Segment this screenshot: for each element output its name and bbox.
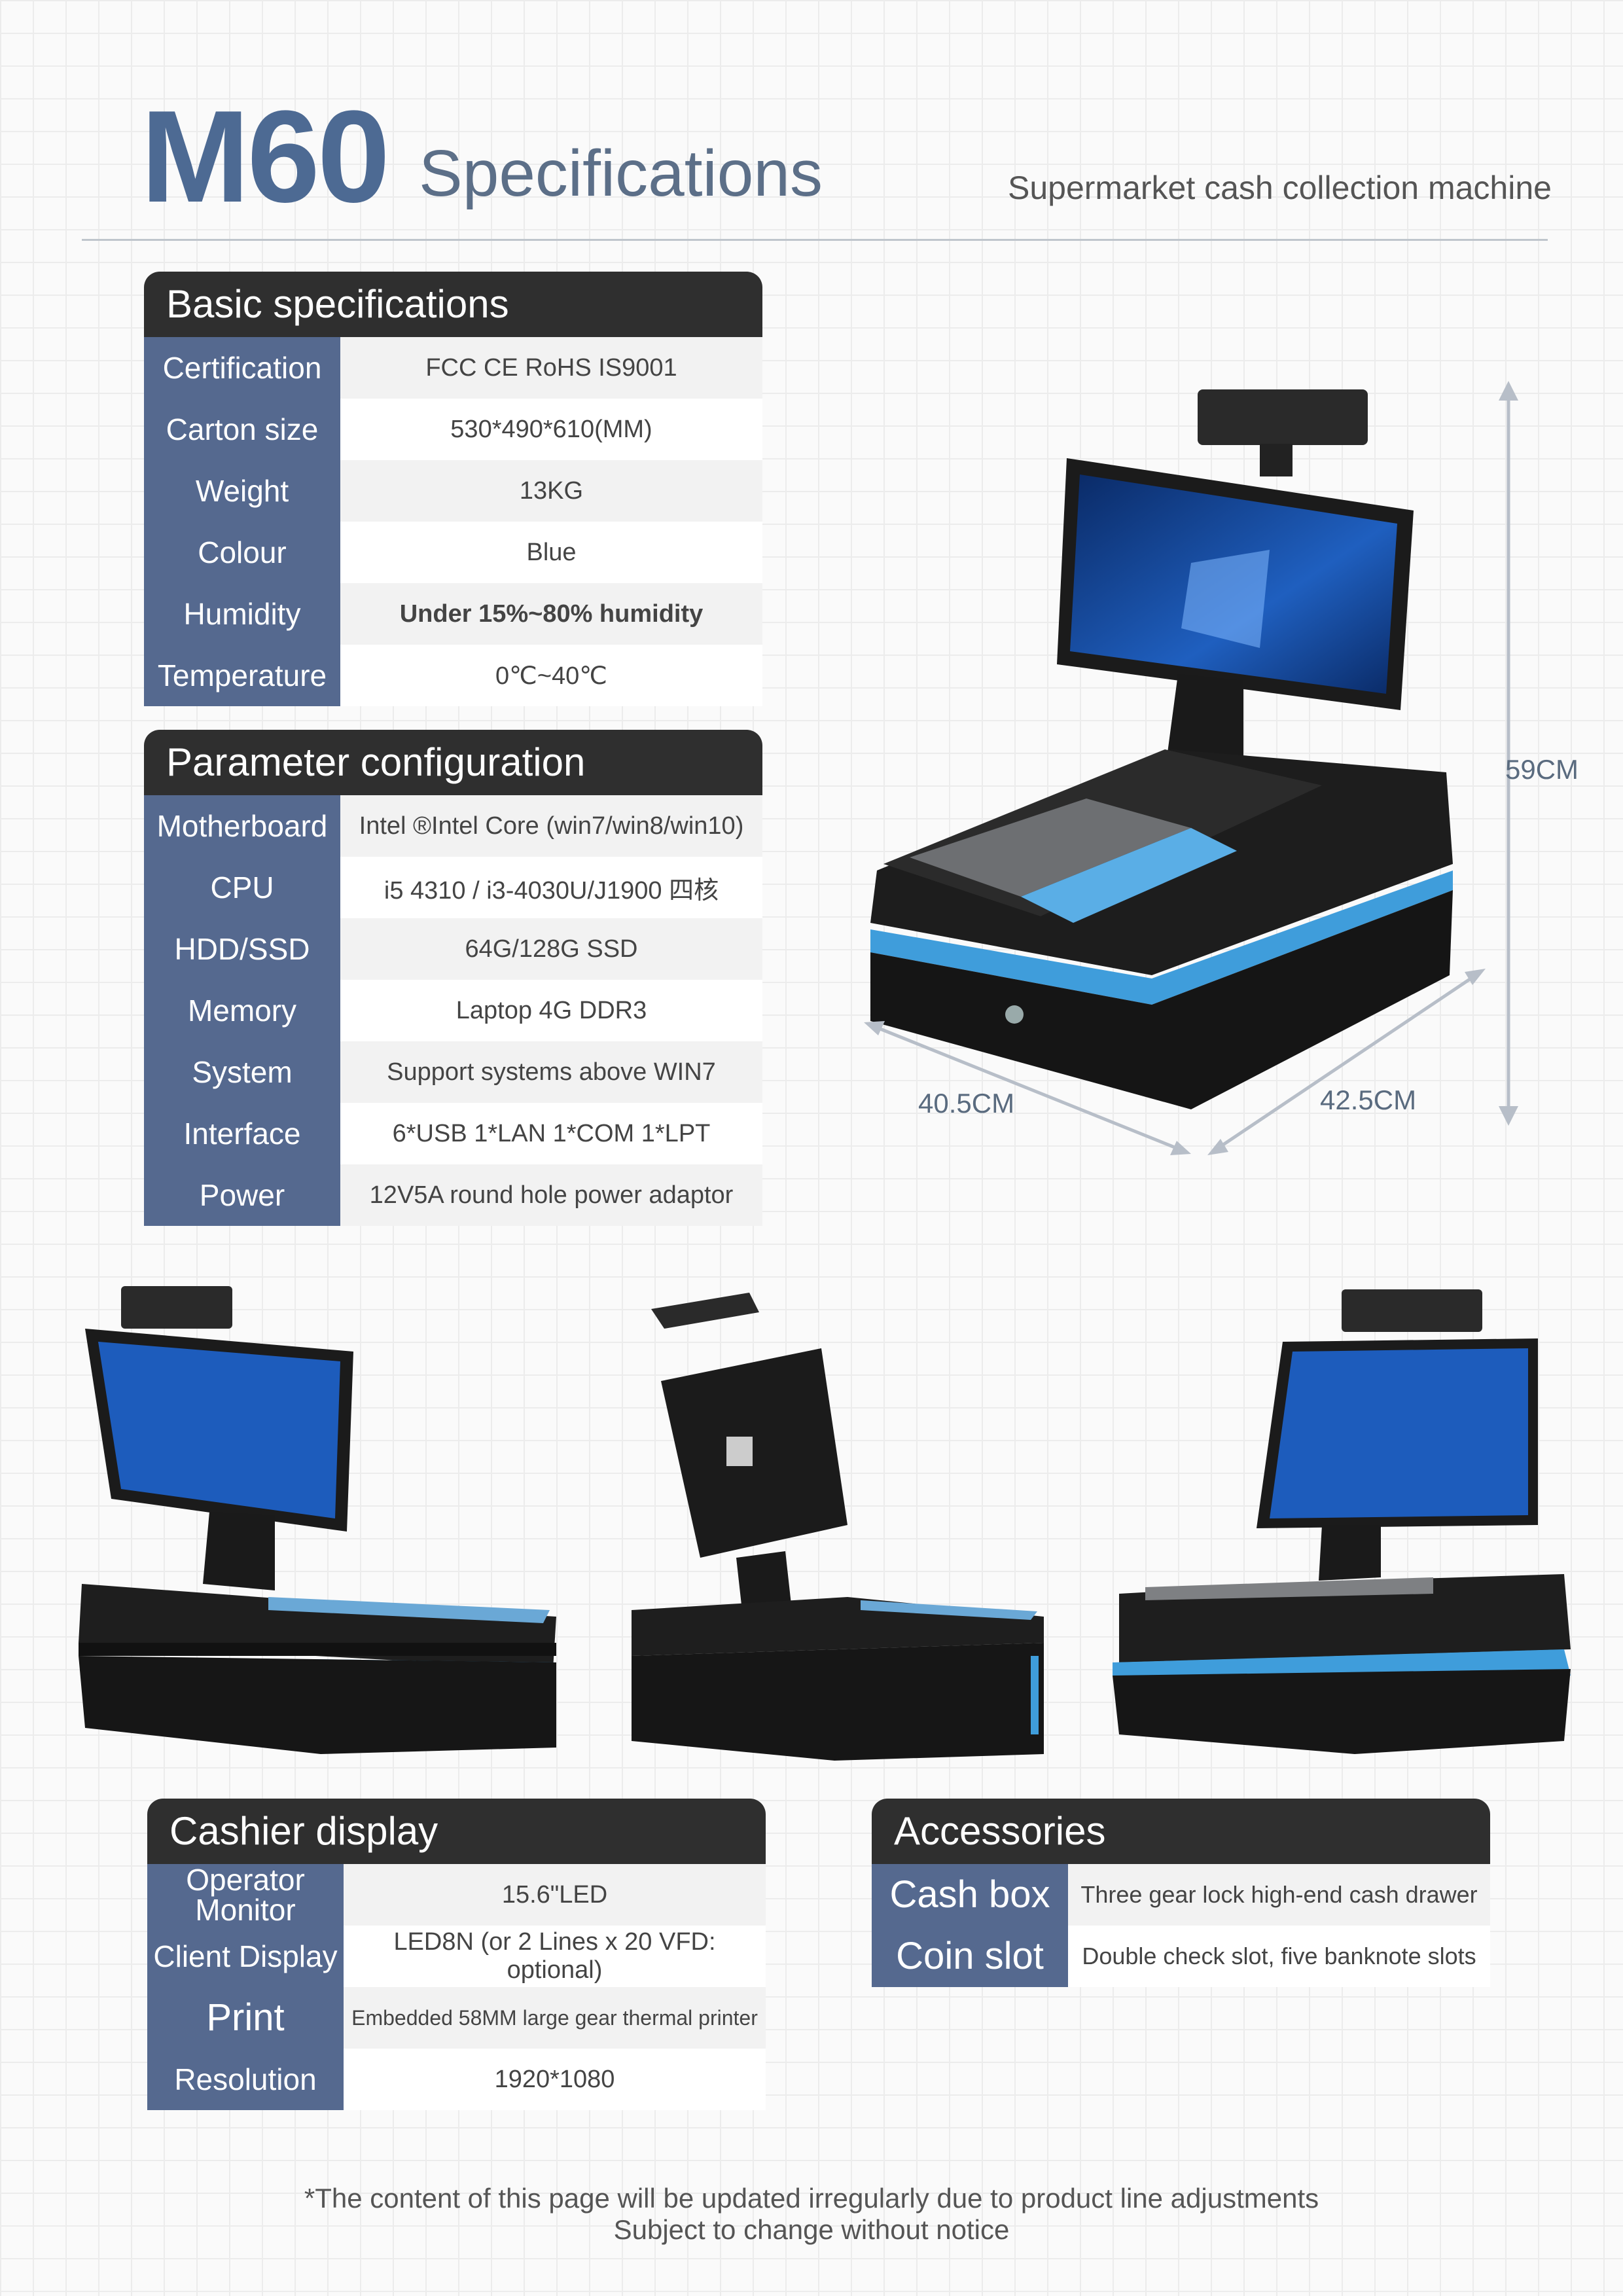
spec-value: Embedded 58MM large gear thermal printer bbox=[344, 1987, 766, 2049]
product-view-back bbox=[632, 1293, 1044, 1761]
spec-value: Laptop 4G DDR3 bbox=[340, 980, 762, 1041]
spec-value: 15.6"LED bbox=[344, 1864, 766, 1926]
spec-value: Blue bbox=[340, 522, 762, 583]
spec-value: 12V5A round hole power adaptor bbox=[340, 1164, 762, 1226]
spec-label: Operator Monitor bbox=[147, 1864, 344, 1926]
spec-value: 1920*1080 bbox=[344, 2049, 766, 2110]
page-subtitle: Supermarket cash collection machine bbox=[1008, 170, 1552, 206]
spec-label: Client Display bbox=[147, 1926, 344, 1987]
basic-specs-heading: Basic specifications bbox=[144, 272, 762, 337]
accessories-heading: Accessories bbox=[872, 1799, 1490, 1864]
spec-value: 13KG bbox=[340, 460, 762, 522]
parameter-config-heading: Parameter configuration bbox=[144, 730, 762, 795]
customer-display bbox=[1198, 389, 1368, 445]
spec-label: System bbox=[144, 1041, 340, 1103]
spec-label: Certification bbox=[144, 337, 340, 399]
spec-label: Humidity bbox=[144, 583, 340, 645]
spec-value: Under 15%~80% humidity bbox=[340, 583, 762, 645]
spec-value: 0℃~40℃ bbox=[340, 645, 762, 706]
spec-value: i5 4310 / i3-4030U/J1900 四核 bbox=[340, 857, 762, 918]
footer-line-1: *The content of this page will be update… bbox=[304, 2183, 1319, 2214]
spec-label: Memory bbox=[144, 980, 340, 1041]
cashier-display-heading: Cashier display bbox=[147, 1799, 766, 1864]
model-name: M60 bbox=[141, 84, 390, 230]
dimension-depth-label: 42.5CM bbox=[1320, 1085, 1417, 1115]
spec-label: Colour bbox=[144, 522, 340, 583]
header-divider bbox=[82, 239, 1548, 241]
spec-value: LED8N (or 2 Lines x 20 VFD: optional) bbox=[344, 1926, 766, 1987]
dimension-height-label: 59CM bbox=[1505, 754, 1579, 785]
dimension-width-label: 40.5CM bbox=[918, 1088, 1015, 1119]
spec-label: Print bbox=[147, 1987, 344, 2049]
spec-label: Power bbox=[144, 1164, 340, 1226]
footer-line-2: Subject to change without notice bbox=[613, 2214, 1010, 2245]
cash-drawer bbox=[870, 890, 1453, 1109]
spec-label: Resolution bbox=[147, 2049, 344, 2110]
spec-value: Support systems above WIN7 bbox=[340, 1041, 762, 1103]
depth-arrow bbox=[1216, 973, 1477, 1151]
spec-value: FCC CE RoHS IS9001 bbox=[340, 337, 762, 399]
keyboard bbox=[910, 798, 1191, 897]
spec-value: Intel ®Intel Core (win7/win8/win10) bbox=[340, 795, 762, 857]
spec-value: 6*USB 1*LAN 1*COM 1*LPT bbox=[340, 1103, 762, 1164]
spec-label: Cash box bbox=[872, 1864, 1068, 1926]
spec-value: 64G/128G SSD bbox=[340, 918, 762, 980]
blue-trim bbox=[870, 870, 1453, 1005]
footer-notice: *The content of this page will be update… bbox=[0, 2183, 1623, 2246]
spec-label: Temperature bbox=[144, 645, 340, 706]
spec-value: Double check slot, five banknote slots bbox=[1068, 1926, 1490, 1987]
product-view-left bbox=[79, 1286, 556, 1754]
product-view-right bbox=[1113, 1289, 1571, 1754]
spec-label: Carton size bbox=[144, 399, 340, 460]
spec-label: HDD/SSD bbox=[144, 918, 340, 980]
spec-label: Weight bbox=[144, 460, 340, 522]
spec-label: Interface bbox=[144, 1103, 340, 1164]
spec-label: Motherboard bbox=[144, 795, 340, 857]
spec-value: 530*490*610(MM) bbox=[340, 399, 762, 460]
product-main-illustration bbox=[864, 381, 1518, 1155]
spec-label: Coin slot bbox=[872, 1926, 1068, 1987]
spec-value: Three gear lock high-end cash drawer bbox=[1068, 1864, 1490, 1926]
page-title: Specifications bbox=[419, 137, 823, 210]
spec-label: CPU bbox=[144, 857, 340, 918]
width-arrow bbox=[876, 1026, 1179, 1151]
